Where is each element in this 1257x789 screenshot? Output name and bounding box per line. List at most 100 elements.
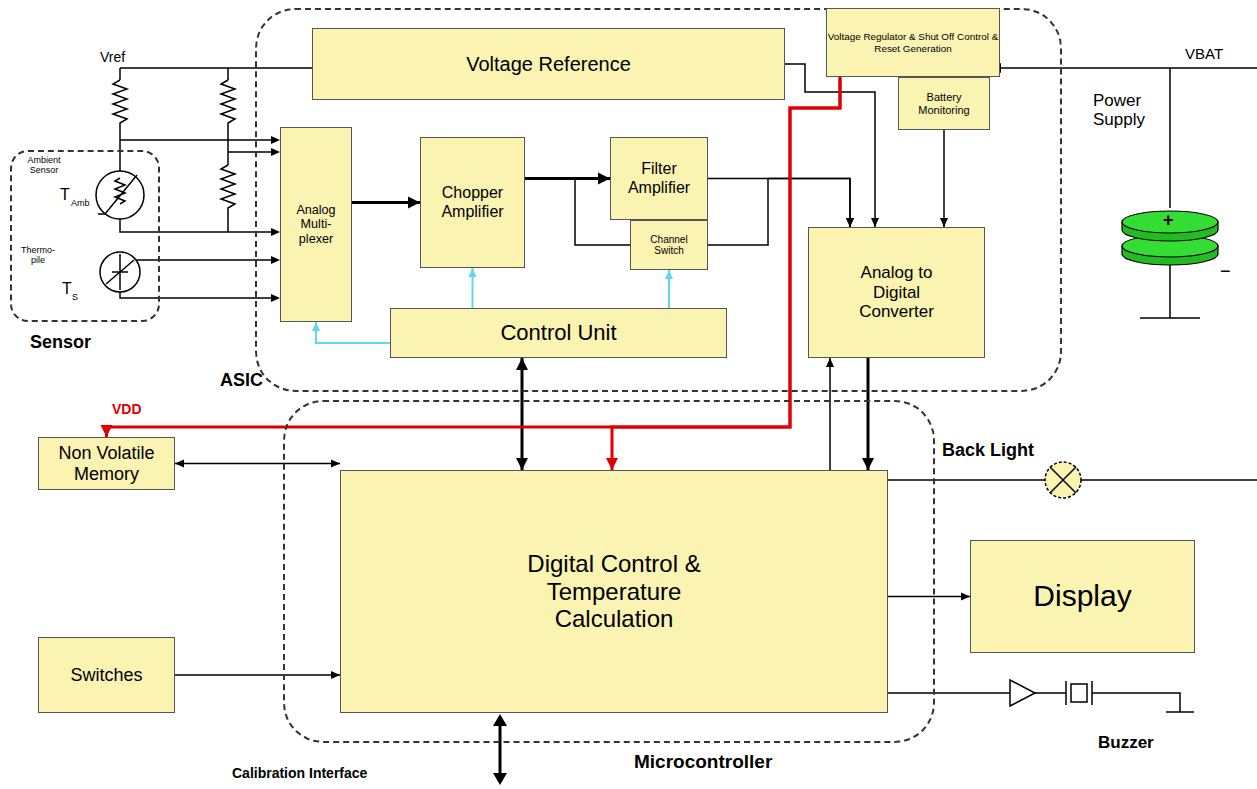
signal-connector [352, 197, 420, 209]
lamp-symbol [1050, 467, 1076, 493]
arrow-head [598, 173, 610, 185]
signal-connector [175, 671, 340, 679]
block-label: Channel Switch [639, 234, 699, 257]
arrow-head [312, 322, 320, 331]
arrow-head [175, 460, 184, 468]
symbol-subscript: Amb [71, 199, 90, 209]
block-label: Display [1033, 579, 1131, 614]
arrow-head [826, 358, 834, 367]
arrow-head [940, 218, 948, 227]
vbat-wire [1000, 68, 1257, 208]
multiplexer-box: Analog Multi- plexer [280, 127, 352, 322]
connector-line [107, 77, 841, 437]
signal-connector [862, 358, 874, 470]
arrow-head [516, 358, 528, 370]
vref-wire [120, 68, 312, 80]
regulator-box: Voltage Regulator & Shut Off Control & R… [826, 8, 1000, 77]
block-label: Analog Multi- plexer [286, 203, 346, 246]
signal-connector [469, 268, 477, 308]
amplifier-box: Filter Amplifier [610, 137, 708, 220]
connector-line [521, 358, 524, 470]
arrow-head [101, 425, 113, 437]
block-label: Analog to Digital Converter [852, 263, 942, 322]
arrow-head [606, 458, 618, 470]
input-box: Switches [38, 637, 175, 713]
arrow-head [469, 268, 477, 277]
switch-box: Channel Switch [630, 220, 708, 270]
reference-box: Voltage Reference [312, 28, 785, 100]
memory-box: Non Volatile Memory [38, 437, 175, 490]
dashed-region: MicrocontrollerDigital Control & Tempera… [283, 400, 935, 743]
arrow-head [516, 458, 528, 470]
block-label: Control Unit [500, 320, 616, 345]
connector-line [708, 179, 850, 228]
block-label: Chopper Amplifier [428, 184, 518, 221]
symbol-name: T [62, 280, 72, 298]
connector-line [943, 130, 945, 227]
signal-connector [101, 77, 841, 437]
converter-box: Analog to Digital Converter [808, 227, 985, 358]
signal-connector [516, 358, 528, 470]
block-label: Filter Amplifier [619, 160, 699, 197]
polarity-mark: − [1220, 262, 1231, 282]
block-label: Voltage Regulator & Shut Off Control & R… [827, 31, 999, 54]
amplifier-box: Chopper Amplifier [420, 137, 525, 268]
part-name: Back Light [942, 441, 1034, 461]
connector-line [175, 674, 340, 676]
part-name: Ambient Sensor [20, 156, 68, 176]
region-label: ASIC [220, 370, 263, 391]
monitor-box: Battery Monitoring [898, 77, 990, 130]
signal-connector [785, 64, 879, 227]
signal-connector [606, 77, 840, 470]
arrow-head [961, 593, 970, 601]
part-name: Buzzer [1098, 734, 1154, 753]
part-name: Thermo- pile [16, 246, 60, 266]
thermopile-symbol [106, 254, 134, 290]
battery-symbol [1122, 211, 1218, 265]
arrow-head [408, 197, 420, 209]
arrow-head [665, 270, 673, 279]
interface-name: Calibration Interface [232, 766, 367, 781]
resistor-symbol [113, 80, 127, 171]
block-label: Voltage Reference [466, 53, 631, 76]
signal-name: VDD [112, 402, 142, 417]
arrow-head [331, 460, 340, 468]
arrow-head [871, 218, 879, 227]
control-box: Control Unit [390, 308, 727, 358]
connector-line [888, 596, 970, 598]
signal-connector [312, 322, 390, 343]
buzzer-symbol [1071, 684, 1087, 702]
thermopile-symbol [100, 252, 140, 292]
part-name: Power Supply [1093, 92, 1165, 129]
symbol-subscript: S [72, 293, 78, 303]
calibration-arrow [493, 714, 507, 785]
signal-connector [708, 179, 854, 228]
block-label: Digital Control & Temperature Calculatio… [527, 550, 702, 633]
signal-connector [175, 460, 340, 468]
lamp-symbol [1045, 462, 1081, 498]
connector-line [175, 463, 340, 465]
block-label: Battery Monitoring [904, 91, 984, 116]
resistor-symbol [221, 165, 235, 232]
signal-connector [826, 358, 834, 470]
polarity-mark: + [1163, 211, 1174, 231]
block-label: Switches [70, 665, 142, 686]
buffer-symbol [1010, 680, 1035, 706]
thermistor-symbol [96, 171, 144, 219]
dashed-region: Sensor [10, 150, 160, 322]
arrow-head [846, 218, 854, 227]
connector-line [612, 77, 840, 470]
dashed-region: ASICVoltage ReferenceVoltage Regulator &… [255, 8, 1062, 392]
symbol-name: T [60, 186, 70, 204]
connector-line [316, 322, 390, 343]
buzzer-symbol [1066, 681, 1092, 705]
arrow-head [862, 458, 874, 470]
signal-connector [665, 270, 673, 308]
display-box: Display [970, 540, 1195, 653]
signal-connector [940, 130, 948, 227]
connector-line [829, 358, 831, 470]
block-label: Non Volatile Memory [52, 443, 162, 484]
arrow-head [331, 671, 340, 679]
region-label: Microcontroller [634, 751, 772, 773]
connector-line [867, 358, 870, 470]
